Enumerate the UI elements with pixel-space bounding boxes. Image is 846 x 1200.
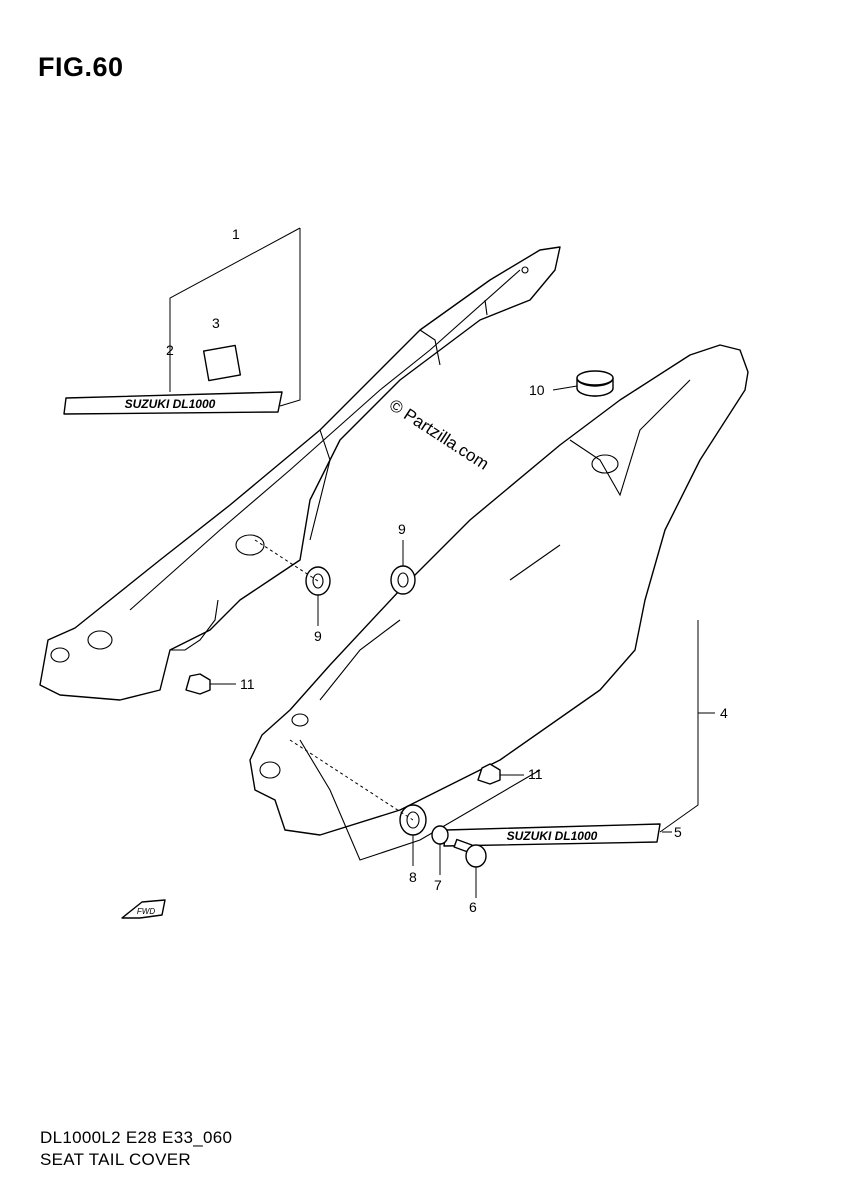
front-direction-marker: FWD bbox=[121, 899, 166, 919]
emblem-right-text: SUZUKI DL1000 bbox=[507, 829, 598, 843]
figure-title: FIG.60 bbox=[38, 52, 124, 82]
callout-2: 2 bbox=[166, 342, 174, 358]
callout-8: 8 bbox=[409, 869, 417, 885]
callout-7: 7 bbox=[434, 877, 442, 893]
callout-3: 3 bbox=[212, 315, 220, 331]
watermark: © Partzilla.com bbox=[386, 395, 492, 473]
callout-10: 10 bbox=[529, 382, 545, 398]
leader-lines bbox=[169, 227, 715, 898]
clip-11-left[interactable] bbox=[185, 673, 211, 695]
cushion-10[interactable] bbox=[576, 370, 614, 397]
grommet-9-center[interactable] bbox=[390, 565, 416, 595]
left-tail-cover[interactable] bbox=[39, 246, 561, 701]
label-3[interactable] bbox=[202, 344, 242, 382]
callout-9-left: 9 bbox=[314, 628, 322, 644]
right-tail-cover[interactable] bbox=[249, 344, 749, 861]
figure-code: DL1000L2 E28 E33_060 bbox=[40, 1128, 233, 1147]
callout-4: 4 bbox=[720, 705, 728, 721]
bolt-6[interactable] bbox=[453, 838, 487, 868]
callout-11-right: 11 bbox=[528, 766, 543, 782]
emblem-left-text: SUZUKI DL1000 bbox=[125, 397, 216, 411]
collar-7[interactable] bbox=[431, 825, 449, 845]
clip-11-right[interactable] bbox=[477, 763, 501, 785]
callout-11-left: 11 bbox=[240, 676, 255, 692]
grommet-9-left[interactable] bbox=[305, 566, 331, 596]
callout-9-center: 9 bbox=[398, 521, 406, 537]
front-marker-text: FWD bbox=[137, 907, 155, 916]
callout-5: 5 bbox=[674, 824, 682, 840]
figure-description: SEAT TAIL COVER bbox=[40, 1150, 191, 1169]
callout-1: 1 bbox=[232, 226, 240, 242]
emblem-right[interactable]: SUZUKI DL1000 bbox=[443, 823, 661, 847]
emblem-left[interactable]: SUZUKI DL1000 bbox=[63, 391, 283, 415]
callout-6: 6 bbox=[469, 899, 477, 915]
